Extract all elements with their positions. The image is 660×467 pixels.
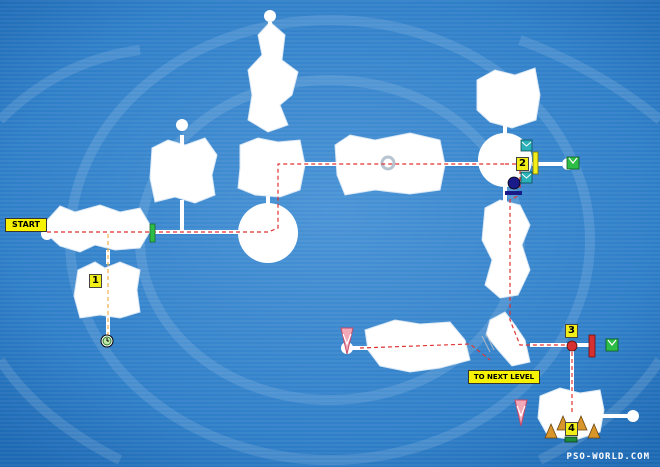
room-mid-west <box>237 137 306 198</box>
marker-3: 3 <box>565 324 578 338</box>
marker-2: 2 <box>516 157 529 171</box>
red-node-icon <box>566 340 578 352</box>
marker-4: 4 <box>565 422 578 436</box>
door-yellow-east <box>532 151 539 175</box>
item-box-icon <box>520 139 533 184</box>
node-top <box>264 10 276 22</box>
door-mark-lines <box>481 333 495 353</box>
next-level-label: TO NEXT LEVEL <box>468 370 540 384</box>
door-red-south <box>588 334 596 358</box>
node-north-west <box>176 119 188 131</box>
room-hole <box>380 155 396 171</box>
room-south-west <box>73 261 141 319</box>
room-south-bend <box>485 311 531 367</box>
site-credit: PSO-WORLD.COM <box>566 452 650 462</box>
node-south-east <box>627 410 639 422</box>
round-room-central <box>238 203 298 263</box>
door-green-start <box>149 223 156 243</box>
marker-1: 1 <box>89 274 102 288</box>
switch-icon <box>505 176 522 195</box>
round-rooms <box>41 10 639 422</box>
rooms <box>39 21 605 441</box>
arrow-down-icon <box>340 327 528 427</box>
start-label: START <box>5 218 47 232</box>
green-door-icon <box>566 156 619 352</box>
room-north-east <box>476 67 541 129</box>
room-east-corridor <box>481 199 531 299</box>
round-room-east <box>478 133 532 187</box>
clock-icon <box>100 334 114 348</box>
room-tall-north <box>247 21 299 133</box>
